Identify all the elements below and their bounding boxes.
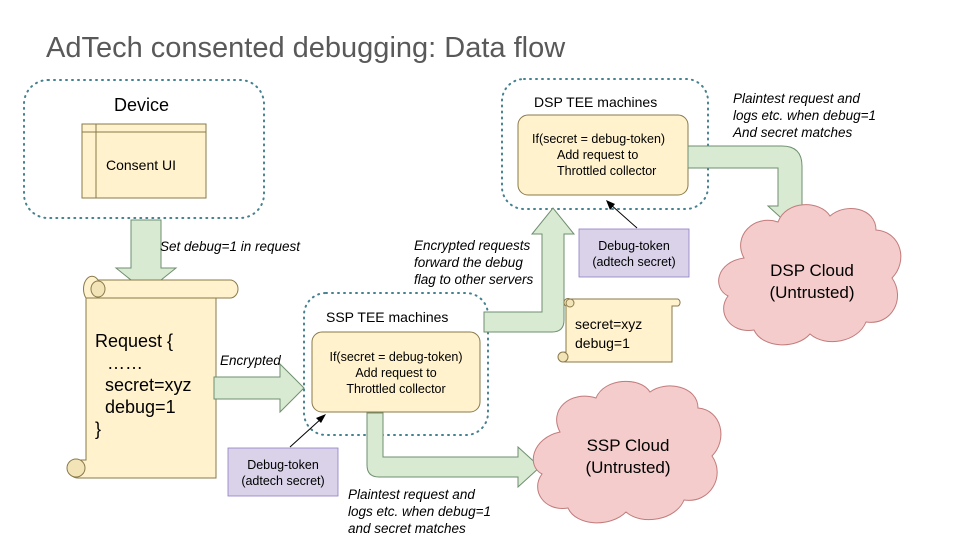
arrow-ssp-to-dsp <box>483 207 576 333</box>
debug-token-dsp-line-1: Debug-token <box>598 239 670 253</box>
debug-token-ssp-line-1: Debug-token <box>247 458 319 472</box>
dsp-cloud-label: DSP Cloud (Untrusted) <box>742 260 882 304</box>
ssp-note-line-1: Plaintest request and <box>348 487 475 502</box>
pointer-dsp-token <box>609 203 638 229</box>
pointer-ssp-token <box>289 417 323 448</box>
ssp-note-line-3: and secret matches <box>348 521 466 536</box>
request-line-ellipsis: …… <box>107 353 143 373</box>
device-label: Device <box>114 95 170 115</box>
consent-ui-label: Consent UI <box>106 157 177 173</box>
consent-ui-window <box>81 123 207 199</box>
set-debug-note: Set debug=1 in request <box>160 239 300 254</box>
ssp-tee-box <box>311 331 481 413</box>
dsp-plaintext-note: Plaintest request and logs etc. when deb… <box>733 90 876 141</box>
ssp-tee-label: SSP TEE machines <box>326 309 449 325</box>
ssp-tee-line-1: If(secret = debug-token) <box>329 350 463 364</box>
small-scroll-secret: secret=xyz <box>575 316 643 332</box>
encrypted-forward-line-1: Encrypted requests <box>414 238 531 253</box>
dsp-cloud-line-1: DSP Cloud <box>770 261 854 280</box>
request-line-open: Request { <box>95 331 174 351</box>
encrypted-forward-line-3: flag to other servers <box>414 272 534 287</box>
arrow-ssp-to-ssp-cloud <box>366 412 541 489</box>
ssp-note-line-2: logs etc. when debug=1 <box>348 504 491 519</box>
device-container <box>23 79 265 219</box>
dsp-note-line-2: logs etc. when debug=1 <box>733 108 876 123</box>
dsp-note-line-1: Plaintest request and <box>733 91 860 106</box>
ssp-tee-container <box>303 292 489 436</box>
ssp-tee-line-3: Throttled collector <box>346 382 446 396</box>
pointer-ssp-token-head <box>316 414 326 423</box>
debug-token-ssp-line-2: (adtech secret) <box>241 474 325 488</box>
dsp-cloud <box>718 204 902 346</box>
ssp-plaintext-note: Plaintest request and logs etc. when deb… <box>348 486 491 537</box>
arrow-dsp-to-dsp-cloud <box>687 145 814 227</box>
debug-token-ssp-box <box>227 447 339 497</box>
encrypted-label: Encrypted <box>220 353 281 368</box>
dsp-tee-line-2: Add request to <box>557 148 639 162</box>
request-line-close: } <box>95 419 102 439</box>
pointer-dsp-token-head <box>606 200 615 210</box>
ssp-cloud-label: SSP Cloud (Untrusted) <box>558 435 698 479</box>
small-scroll-debug: debug=1 <box>575 335 630 351</box>
dsp-cloud-line-2: (Untrusted) <box>769 283 855 302</box>
page-title: AdTech consented debugging: Data flow <box>46 32 566 64</box>
request-line-secret: secret=xyz <box>105 375 192 395</box>
ssp-tee-line-2: Add request to <box>355 366 437 380</box>
dsp-tee-container <box>501 78 709 210</box>
arrow-encrypted <box>213 362 305 414</box>
debug-token-ssp: Debug-token (adtech secret) <box>228 457 338 489</box>
dsp-note-line-3: And secret matches <box>733 125 853 140</box>
debug-token-dsp: Debug-token (adtech secret) <box>579 238 689 270</box>
debug-token-dsp-box <box>578 228 690 278</box>
request-line-debug: debug=1 <box>105 397 176 417</box>
ssp-cloud <box>532 380 722 524</box>
encrypted-forward-note: Encrypted requests forward the debug fla… <box>414 237 533 288</box>
ssp-cloud-line-1: SSP Cloud <box>586 436 670 455</box>
dsp-tee-label: DSP TEE machines <box>534 94 658 110</box>
debug-token-dsp-line-2: (adtech secret) <box>592 255 676 269</box>
request-scroll-text: Request { …… secret=xyz debug=1 } <box>95 330 192 440</box>
dsp-tee-line-3: Throttled collector <box>557 164 657 178</box>
ssp-cloud-line-2: (Untrusted) <box>585 458 671 477</box>
dsp-tee-logic: If(secret = debug-token) Add request to … <box>522 131 672 179</box>
request-scroll <box>66 275 239 479</box>
ssp-tee-logic: If(secret = debug-token) Add request to … <box>312 349 480 397</box>
small-scroll <box>557 298 681 363</box>
dsp-tee-line-1: If(secret = debug-token) <box>532 132 666 146</box>
small-scroll-text: secret=xyz debug=1 <box>575 315 642 353</box>
encrypted-forward-line-2: forward the debug <box>414 255 523 270</box>
